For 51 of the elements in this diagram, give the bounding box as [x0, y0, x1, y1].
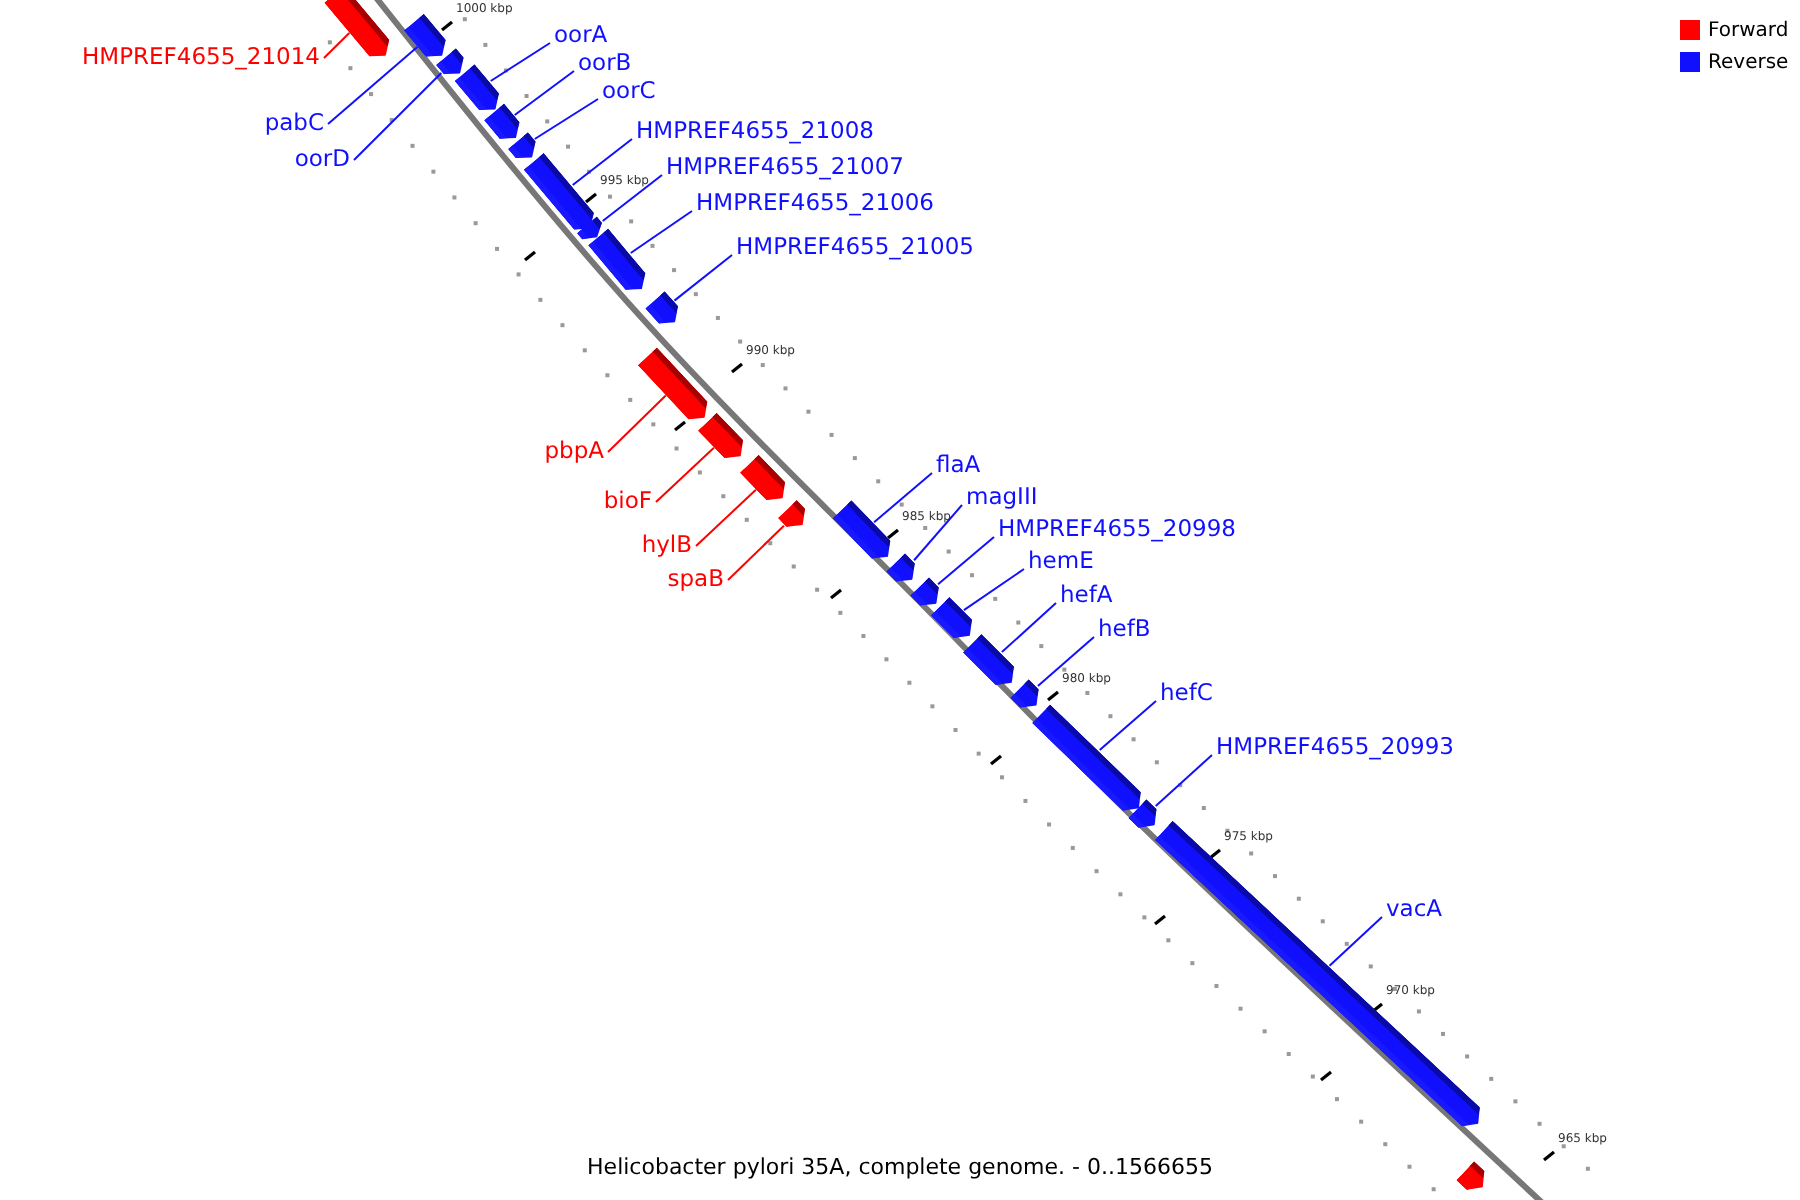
gene-label: spaB	[667, 565, 724, 591]
gene-label: pbpA	[544, 437, 604, 463]
legend-label: Reverse	[1708, 52, 1789, 74]
leader-line	[727, 524, 785, 581]
leader-line	[629, 210, 693, 254]
leader-line	[1328, 916, 1383, 967]
gene-feature	[576, 215, 608, 245]
leader-line	[489, 42, 551, 82]
gene-label: HMPREF4655_21008	[636, 117, 874, 143]
gene-label: oorA	[554, 21, 608, 47]
leader-line	[673, 254, 733, 302]
leader-line	[962, 568, 1025, 612]
leader-line	[695, 488, 757, 547]
leader-line	[601, 174, 663, 222]
legend-label: Forward	[1708, 20, 1789, 42]
leader-line	[533, 98, 599, 140]
leader-line	[607, 394, 667, 453]
gene-label: pabC	[264, 109, 324, 135]
leader-line	[1000, 602, 1057, 654]
leader-line	[655, 446, 715, 503]
leader-line	[571, 138, 633, 186]
gene-label: hemE	[1028, 547, 1094, 573]
gene-label: HMPREF4655_21005	[736, 233, 974, 259]
leader-line	[937, 536, 995, 586]
gene-label: oorC	[602, 77, 656, 103]
gene-label: HMPREF4655_20993	[1216, 733, 1454, 759]
gene-label: flaA	[936, 451, 981, 477]
gene-label: HMPREF4655_21014	[82, 43, 320, 69]
gene-label: hefB	[1098, 615, 1151, 641]
gene-label: vacA	[1386, 895, 1443, 921]
gene-label: HMPREF4655_21007	[666, 153, 904, 179]
leader-line	[873, 472, 933, 524]
gene-label: bioF	[603, 487, 652, 513]
gene-label: oorB	[578, 49, 632, 75]
leader-line	[327, 46, 419, 125]
gene-feature	[777, 499, 811, 533]
gene-label: hylB	[641, 531, 692, 557]
gene-label: oorD	[294, 145, 350, 171]
leader-line	[353, 72, 443, 161]
leader-line	[323, 32, 351, 59]
leader-line	[1154, 754, 1213, 807]
leader-line	[1036, 636, 1095, 688]
leader-line	[1098, 700, 1157, 751]
leader-line	[513, 70, 575, 116]
gene-label: hefA	[1060, 581, 1113, 607]
gene-label: HMPREF4655_21006	[696, 189, 934, 215]
leader-line	[913, 504, 963, 562]
caption: Helicobacter pylori 35A, complete genome. - 0..1566655	[587, 1154, 1213, 1180]
gene-label: hefC	[1160, 679, 1213, 705]
gene-label: magIII	[966, 483, 1038, 509]
gene-label: HMPREF4655_20998	[998, 515, 1236, 541]
